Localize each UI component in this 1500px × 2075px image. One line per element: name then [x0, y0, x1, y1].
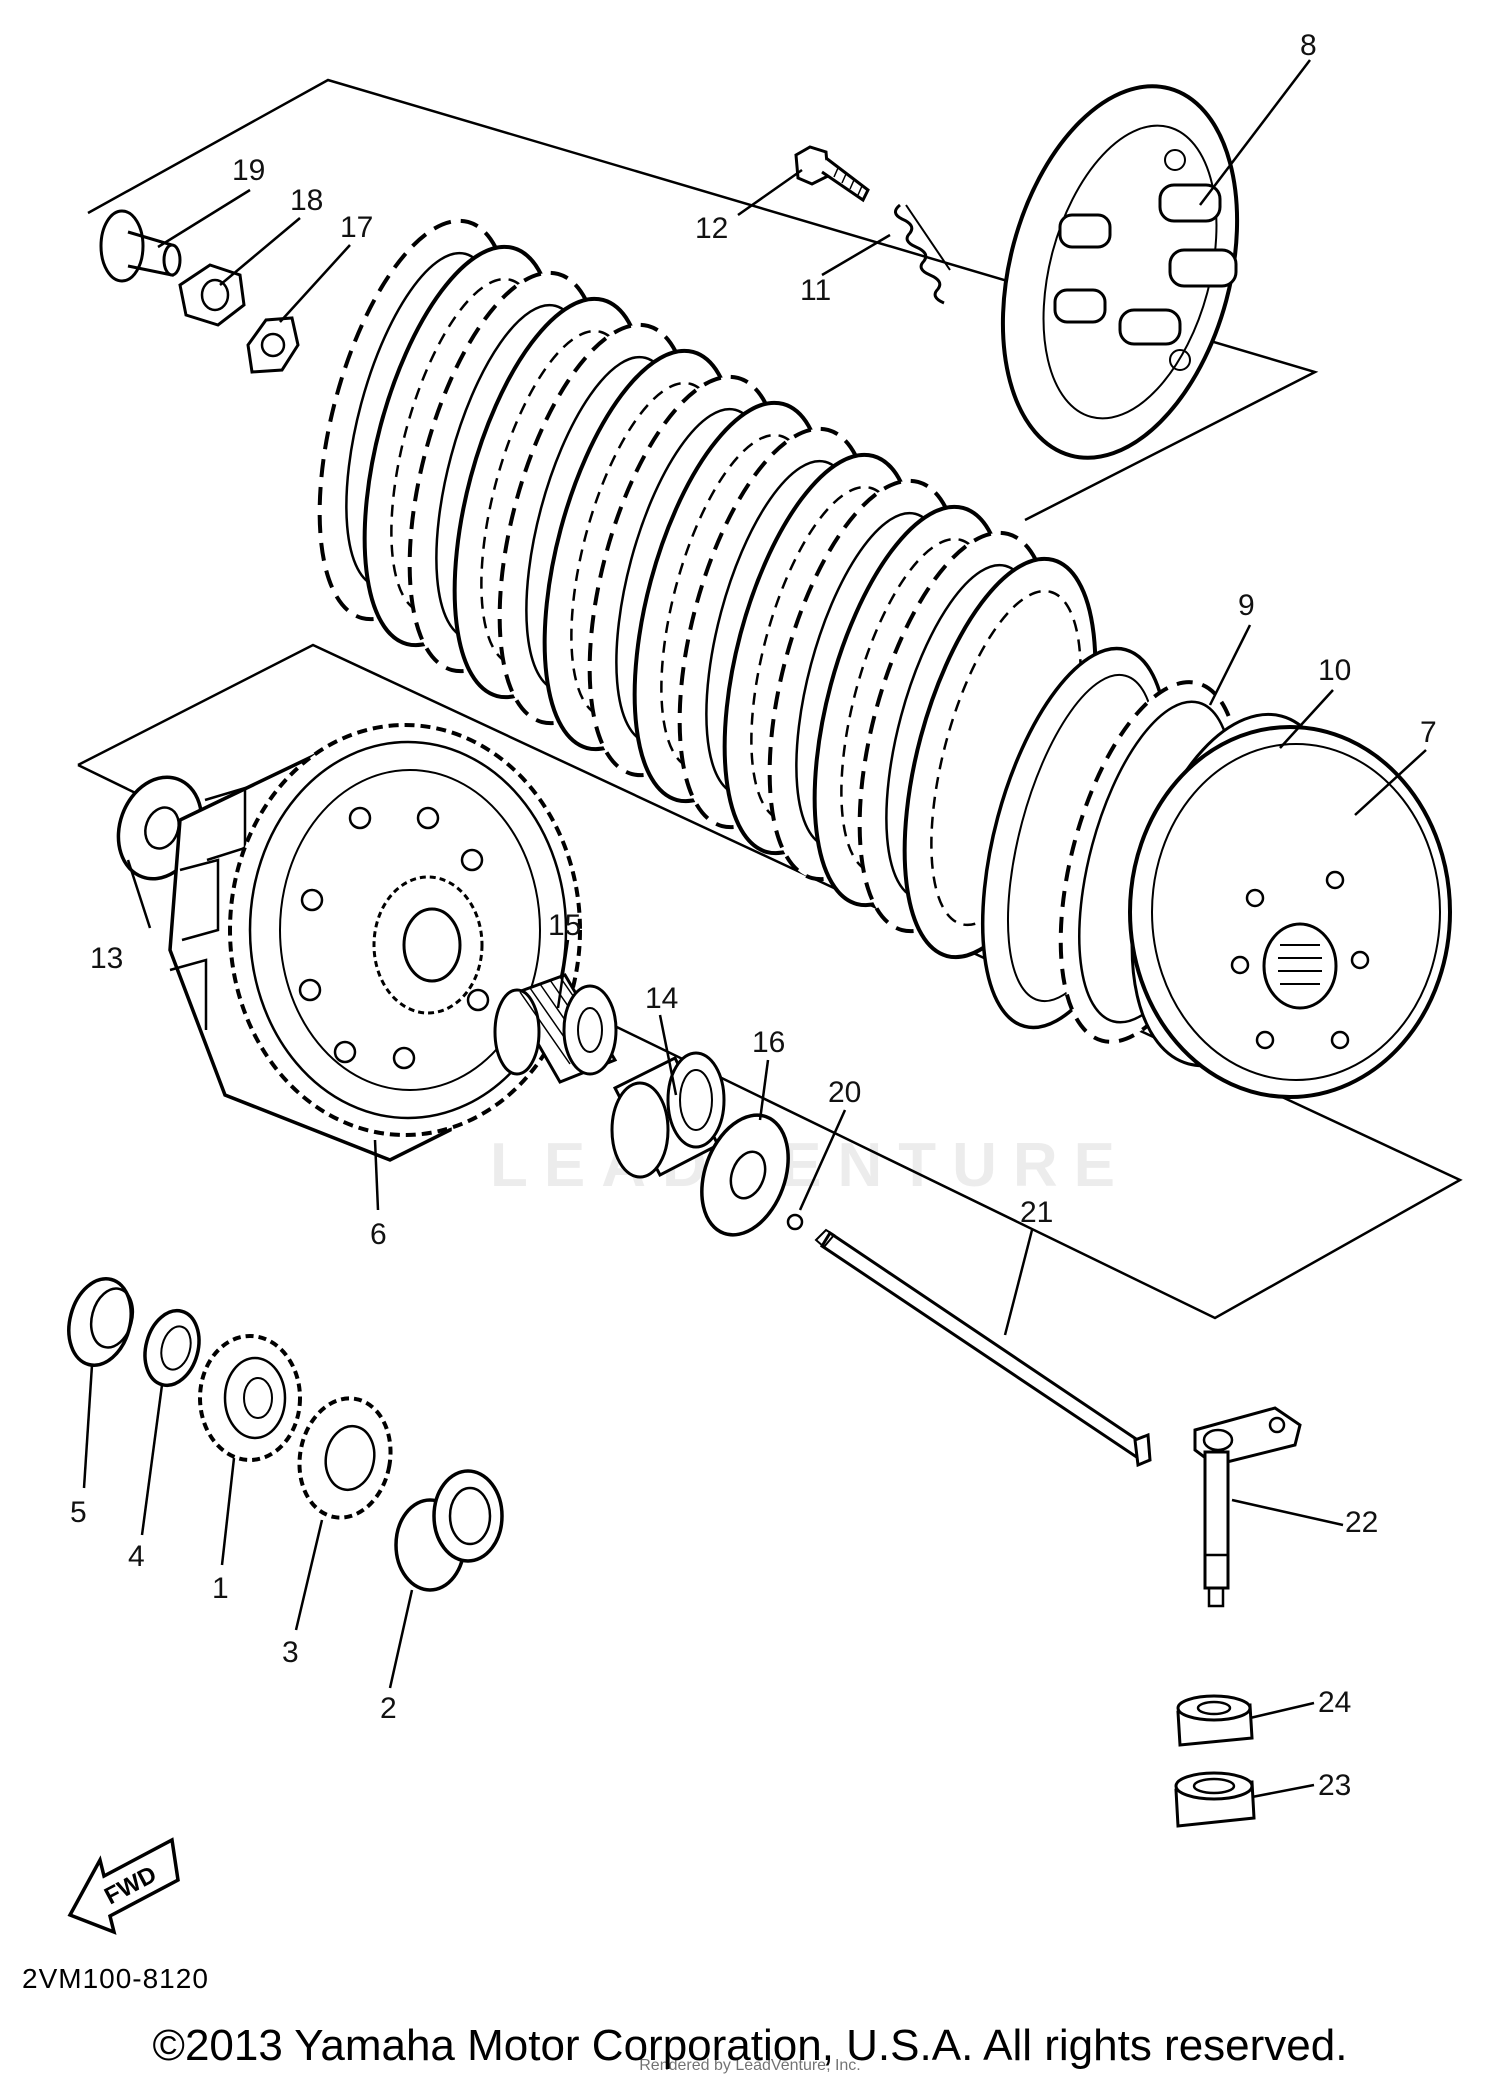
part-3-gear-icon	[297, 1396, 393, 1520]
part-24-oil-seal-icon	[1176, 1694, 1254, 1747]
part-21-push-rod-icon	[814, 1228, 1152, 1468]
callout-6: 6	[370, 1218, 387, 1251]
callout-15: 15	[548, 909, 581, 942]
leader-lines	[82, 59, 1427, 1799]
part-17-lock-washer-icon	[246, 316, 300, 374]
callout-2: 2	[380, 1692, 397, 1725]
callout-20: 20	[828, 1076, 861, 1109]
callout-23: 23	[1318, 1769, 1351, 1802]
part-2-bearing-icon	[394, 1469, 504, 1592]
callout-12: 12	[695, 212, 728, 245]
callout-7: 7	[1420, 716, 1437, 749]
part-7-clutch-boss-icon	[1128, 712, 1452, 1099]
part-18-nut-icon	[178, 263, 246, 327]
callout-10: 10	[1318, 654, 1351, 687]
watermark-text: LEADVENTURE	[490, 1131, 1131, 1200]
part-19-collar-icon	[99, 209, 182, 283]
part-22-push-lever-shaft-icon	[1193, 1406, 1302, 1608]
part-15-needle-bearing-icon	[493, 973, 618, 1084]
rendered-by-credit: Rendered by LeadVenture, Inc.	[639, 2057, 861, 2074]
part-6-clutch-housing-icon	[168, 723, 582, 1162]
part-12-bolt-icon	[794, 145, 870, 203]
callout-1: 1	[212, 1572, 229, 1605]
callout-14: 14	[645, 982, 678, 1015]
drawing-code: 2VM100-8120	[22, 1963, 209, 1994]
callout-13: 13	[90, 942, 123, 975]
callout-3: 3	[282, 1636, 299, 1669]
part-20-ball-icon	[786, 1213, 804, 1231]
part-1-primary-drive-gear-icon	[198, 1334, 302, 1462]
callout-21: 21	[1020, 1196, 1053, 1229]
callout-9: 9	[1238, 589, 1255, 622]
callout-5: 5	[70, 1496, 87, 1529]
callout-8: 8	[1300, 29, 1317, 62]
fwd-arrow-icon: FWD	[67, 1837, 180, 1935]
callout-22: 22	[1345, 1506, 1378, 1539]
callout-19: 19	[232, 154, 265, 187]
callout-11: 11	[800, 274, 831, 307]
part-11-spring-icon	[894, 203, 951, 305]
part-4-washer-icon	[143, 1308, 201, 1388]
copyright-notice: ©2013 Yamaha Motor Corporation, U.S.A. A…	[153, 2021, 1348, 2070]
callout-17: 17	[340, 211, 373, 244]
part-8-pressure-plate-icon	[1000, 84, 1240, 460]
exploded-view-frames	[77, 78, 1463, 1320]
callout-labels: 1 2 3 4 5 6 7 8 9 10 11 12 13 14 15 16 1…	[70, 29, 1437, 1802]
part-16-washer-icon	[700, 1113, 790, 1237]
part-23-bearing-icon	[1174, 1771, 1256, 1828]
callout-16: 16	[752, 1026, 785, 1059]
callout-24: 24	[1318, 1686, 1351, 1719]
callout-4: 4	[128, 1540, 145, 1573]
part-5-nut-icon	[67, 1277, 135, 1367]
part-14-collar-icon	[610, 1051, 726, 1179]
callout-18: 18	[290, 184, 323, 217]
